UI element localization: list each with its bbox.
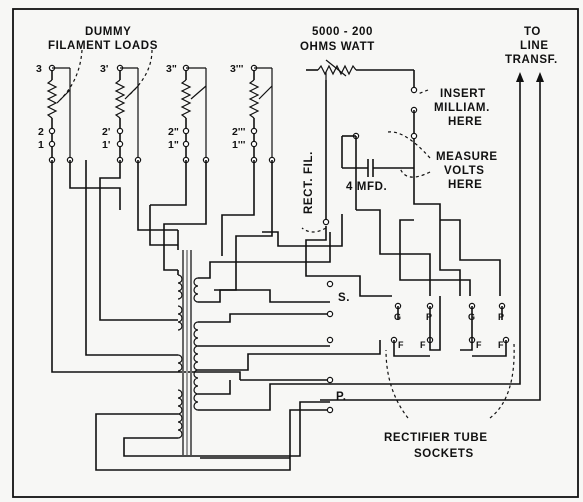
label-rectifier-tube: RECTIFIER TUBE bbox=[384, 432, 488, 444]
socket-ur-p: P bbox=[498, 312, 504, 322]
load2-top-label: 3' bbox=[100, 63, 108, 75]
rect-fil-pointer bbox=[301, 227, 327, 233]
rectifier-pointer-right bbox=[489, 343, 515, 419]
label-measure: MEASURE bbox=[436, 151, 498, 163]
output-arrows bbox=[516, 72, 544, 82]
label-transf: TRANSF. bbox=[505, 54, 558, 66]
measure-pointer-2 bbox=[399, 167, 431, 178]
socket-ul-g: G bbox=[394, 312, 401, 322]
label-primary: P. bbox=[336, 391, 347, 403]
load2-bot-label: 1' bbox=[102, 139, 110, 151]
load3-mid-label: 2" bbox=[168, 126, 179, 138]
label-ohms-values: 5000 - 200 bbox=[312, 26, 373, 38]
socket-ll-f2: F bbox=[420, 340, 426, 350]
label-milliam: MILLIAM. bbox=[434, 102, 490, 114]
dummy-load-4 bbox=[248, 64, 276, 164]
terminal-strip bbox=[326, 280, 334, 414]
dummy-load-3 bbox=[180, 64, 210, 164]
dummy-pointer-1 bbox=[59, 49, 83, 101]
label-insert-here: HERE bbox=[448, 116, 482, 128]
primary-leads bbox=[95, 379, 330, 471]
load1-top-label: 3 bbox=[36, 63, 42, 75]
load3-top-label: 3" bbox=[166, 63, 177, 75]
dummy-load-1 bbox=[46, 64, 74, 164]
socket-ll-f1: F bbox=[398, 340, 404, 350]
rectifier-pointer-left bbox=[385, 349, 409, 419]
load1-bot-label: 1 bbox=[38, 139, 44, 151]
label-insert: INSERT bbox=[440, 88, 486, 100]
hv-wiring bbox=[262, 80, 501, 297]
label-line: LINE bbox=[520, 40, 549, 52]
label-rect-fil: RECT. FIL. bbox=[303, 151, 315, 214]
transformer bbox=[177, 230, 199, 455]
load3-bot-label: 1" bbox=[168, 139, 179, 151]
socket-ul-p: P bbox=[426, 312, 432, 322]
dummy-load-2 bbox=[114, 64, 142, 164]
load-leads bbox=[51, 160, 273, 380]
label-ohms-units: OHMS WATT bbox=[300, 41, 375, 53]
insert-pointer bbox=[417, 89, 429, 95]
dummy-pointer-2 bbox=[127, 49, 153, 97]
rheostat-5000-ohms bbox=[306, 59, 415, 88]
socket-lr-f1: F bbox=[476, 340, 482, 350]
label-secondary: S. bbox=[338, 292, 350, 304]
measure-pointer bbox=[387, 131, 431, 159]
load4-mid-label: 2''' bbox=[232, 126, 245, 138]
socket-ur-g: G bbox=[468, 312, 475, 322]
rectifier-sockets bbox=[390, 296, 510, 357]
diagram-border bbox=[12, 8, 579, 498]
secondary-leads bbox=[198, 80, 541, 459]
label-capacitor: 4 MFD. bbox=[346, 181, 387, 193]
label-sockets: SOCKETS bbox=[414, 448, 474, 460]
label-to: TO bbox=[524, 26, 541, 38]
label-measure-here: HERE bbox=[448, 179, 482, 191]
label-dummy: DUMMY bbox=[85, 26, 131, 38]
load4-top-label: 3''' bbox=[230, 63, 243, 75]
label-volts: VOLTS bbox=[444, 165, 484, 177]
load2-mid-label: 2' bbox=[102, 126, 110, 138]
socket-lr-f2: F bbox=[498, 340, 504, 350]
load1-mid-label: 2 bbox=[38, 126, 44, 138]
load4-bot-label: 1''' bbox=[232, 139, 245, 151]
label-filament-loads: FILAMENT LOADS bbox=[48, 40, 158, 52]
